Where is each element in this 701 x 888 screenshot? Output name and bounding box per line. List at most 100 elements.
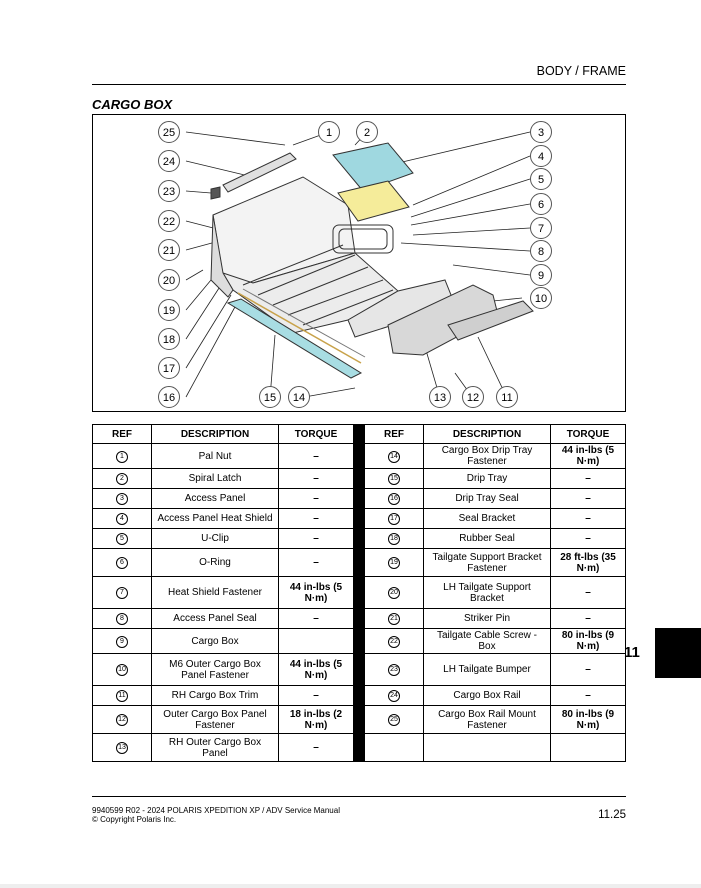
callout-23: 23	[158, 180, 180, 202]
rh-outer-panel	[387, 284, 534, 356]
description-cell: Outer Cargo Box Panel Fastener	[151, 705, 279, 734]
callout-13: 13	[429, 386, 451, 408]
callout-10: 10	[530, 287, 552, 309]
ref-cell: 7	[92, 576, 152, 609]
page-bottom-edge	[0, 884, 701, 888]
torque-cell: 44 in-lbs (5 N·m)	[278, 576, 354, 609]
callout-4: 4	[530, 145, 552, 167]
torque-cell: 18 in-lbs (2 N·m)	[278, 705, 354, 734]
ref-cell: 11	[92, 685, 152, 706]
callout-6: 6	[530, 193, 552, 215]
callout-20: 20	[158, 269, 180, 291]
callout-11: 11	[496, 386, 518, 408]
column-divider	[353, 548, 365, 577]
description-cell: LH Tailgate Bumper	[423, 653, 551, 686]
description-cell: M6 Outer Cargo Box Panel Fastener	[151, 653, 279, 686]
description-cell: RH Outer Cargo Box Panel	[151, 733, 279, 762]
callout-2: 2	[356, 121, 378, 143]
chapter-tab-number: 11	[624, 644, 640, 661]
torque-cell: –	[278, 548, 354, 577]
callout-12: 12	[462, 386, 484, 408]
column-divider	[353, 705, 365, 734]
ref-cell: 1	[92, 443, 152, 469]
col-torque: TORQUE	[278, 424, 354, 444]
torque-cell: –	[278, 443, 354, 469]
description-cell: U-Clip	[151, 528, 279, 549]
description-cell: Pal Nut	[151, 443, 279, 469]
torque-cell: –	[550, 528, 626, 549]
description-cell: Seal Bracket	[423, 508, 551, 529]
description-cell: Cargo Box Rail Mount Fastener	[423, 705, 551, 734]
ref-number-badge: 1	[116, 450, 128, 463]
torque-cell: 44 in-lbs (5 N·m)	[550, 443, 626, 469]
page-title: CARGO BOX	[92, 97, 173, 112]
ref-cell: 21	[364, 608, 424, 629]
ref-number-badge: 15	[388, 473, 400, 485]
ref-cell: 10	[92, 653, 152, 686]
column-divider	[353, 653, 365, 686]
description-cell: Drip Tray Seal	[423, 488, 551, 509]
column-divider	[353, 576, 365, 609]
ref-cell: 16	[364, 488, 424, 509]
description-cell: Rubber Seal	[423, 528, 551, 549]
ref-cell: 14	[364, 443, 424, 469]
ref-cell: 12	[92, 705, 152, 734]
description-cell: Tailgate Cable Screw - Box	[423, 628, 551, 654]
ref-number-badge: 20	[388, 587, 400, 599]
callout-16: 16	[158, 386, 180, 408]
description-cell: Tailgate Support Bracket Fastener	[423, 548, 551, 577]
description-cell: Heat Shield Fastener	[151, 576, 279, 609]
callout-25: 25	[158, 121, 180, 143]
ref-number-badge: 21	[388, 613, 400, 625]
ref-cell: 2	[92, 468, 152, 489]
ref-number-badge: 13	[116, 742, 128, 754]
callout-24: 24	[158, 150, 180, 172]
torque-cell: 28 ft-lbs (35 N·m)	[550, 548, 626, 577]
cargo-box-body	[210, 176, 454, 338]
ref-cell: 13	[92, 733, 152, 762]
torque-cell: –	[550, 508, 626, 529]
description-cell: Access Panel Seal	[151, 608, 279, 629]
column-divider	[353, 685, 365, 706]
ref-number-badge: 14	[388, 450, 400, 463]
column-divider	[353, 733, 365, 762]
torque-cell: –	[550, 608, 626, 629]
callout-3: 3	[530, 121, 552, 143]
ref-cell: 17	[364, 508, 424, 529]
cargo-box-diagram: 25 24 23 22 21 20 19 18 17 16 15 14 13 1…	[92, 114, 626, 412]
column-divider	[353, 468, 365, 489]
description-cell: O-Ring	[151, 548, 279, 577]
ref-number-badge: 16	[388, 493, 400, 505]
description-cell: Striker Pin	[423, 608, 551, 629]
chapter-tab	[655, 628, 701, 678]
col-description: DESCRIPTION	[151, 424, 279, 444]
column-divider	[353, 488, 365, 509]
torque-cell: –	[550, 488, 626, 509]
callout-19: 19	[158, 299, 180, 321]
torque-cell: –	[550, 576, 626, 609]
header-rule	[92, 84, 626, 85]
callout-7: 7	[530, 217, 552, 239]
ref-number-badge: 25	[388, 714, 400, 726]
col-torque-2: TORQUE	[550, 424, 626, 444]
torque-cell	[278, 628, 354, 654]
ref-cell: 18	[364, 528, 424, 549]
ref-number-badge: 22	[388, 635, 400, 648]
column-divider	[353, 608, 365, 629]
drip-tray-assembly	[226, 288, 366, 379]
callout-8: 8	[530, 240, 552, 262]
ref-cell: 19	[364, 548, 424, 577]
torque-cell: 44 in-lbs (5 N·m)	[278, 653, 354, 686]
callout-21: 21	[158, 239, 180, 261]
ref-number-badge: 12	[116, 714, 128, 726]
exploded-view-drawing	[185, 131, 534, 399]
torque-cell: –	[550, 468, 626, 489]
description-cell: Access Panel Heat Shield	[151, 508, 279, 529]
